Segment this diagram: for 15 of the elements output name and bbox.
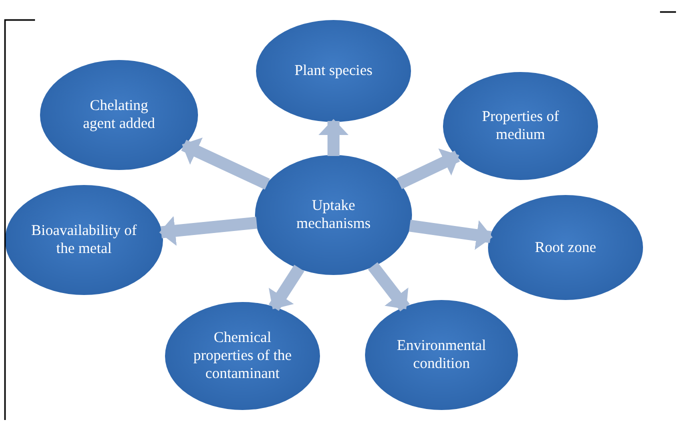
node-label: Plant species bbox=[294, 62, 372, 80]
node-label: Uptake mechanisms bbox=[295, 197, 372, 233]
block-arrow bbox=[368, 262, 410, 312]
node-label: Environmental condition bbox=[396, 337, 488, 373]
node-label: Chelating agent added bbox=[82, 97, 156, 133]
node-label: Properties of medium bbox=[480, 108, 560, 144]
node-label: Bioavailability of the metal bbox=[30, 222, 138, 258]
block-arrow bbox=[181, 138, 270, 190]
block-arrow bbox=[318, 119, 348, 156]
block-arrow bbox=[268, 264, 304, 311]
block-arrow bbox=[159, 216, 258, 246]
block-arrow bbox=[408, 220, 493, 250]
node-label: Chemical properties of the contaminant bbox=[192, 329, 292, 383]
node-label: Root zone bbox=[534, 238, 596, 256]
block-arrow bbox=[396, 148, 460, 190]
